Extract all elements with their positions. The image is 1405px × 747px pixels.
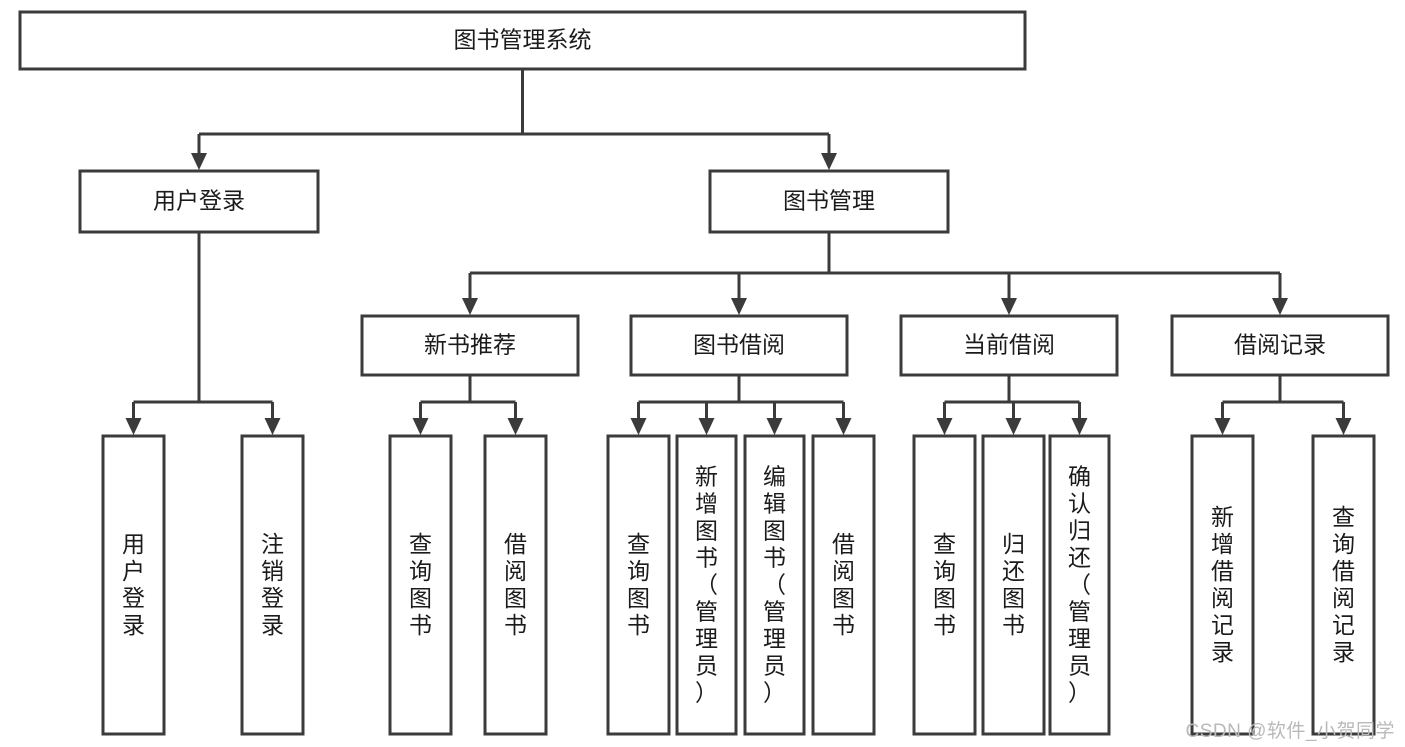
node-box-bb-borrow <box>811 434 876 736</box>
node-label-bb-borrow: 借阅图书 <box>832 531 855 638</box>
node-label-borrow-record: 借阅记录 <box>1234 332 1326 358</box>
node-box-root <box>18 10 1027 71</box>
node-br-add[interactable]: 新增借阅记录 <box>1190 434 1255 736</box>
arrow-head-icon <box>191 153 207 170</box>
node-label-user-login: 用户登录 <box>153 188 245 214</box>
node-cb-query[interactable]: 查询图书 <box>912 434 977 736</box>
node-cb-confirm[interactable]: 确认归还（管理员） <box>1048 434 1111 736</box>
node-bb-add[interactable]: 新增图书（管理员） <box>675 434 738 736</box>
arrow-head-icon <box>1005 418 1022 435</box>
node-box-borrow-record <box>1170 314 1390 377</box>
node-label-new-book-rec: 新书推荐 <box>424 332 516 358</box>
arrow-head-icon <box>1272 298 1288 315</box>
node-borrow-record[interactable]: 借阅记录 <box>1170 314 1390 377</box>
node-leaf-user-login[interactable]: 用户登录 <box>101 434 166 736</box>
node-bb-borrow[interactable]: 借阅图书 <box>811 434 876 736</box>
node-box-book-borrow <box>629 314 849 377</box>
node-box-nb-query <box>388 434 453 736</box>
node-box-current-borrow <box>899 314 1119 377</box>
arrow-head-icon <box>698 418 715 435</box>
node-bb-query[interactable]: 查询图书 <box>606 434 671 736</box>
node-label-nb-query: 查询图书 <box>409 531 432 638</box>
node-box-new-book-rec <box>360 314 580 377</box>
node-box-bb-add <box>675 434 738 736</box>
node-box-bb-edit <box>743 434 806 736</box>
arrow-head-icon <box>766 418 783 435</box>
node-label-cb-confirm: 确认归还（管理员） <box>1068 464 1091 706</box>
arrow-head-icon <box>507 418 524 435</box>
node-label-book-manage: 图书管理 <box>783 188 875 214</box>
arrow-head-icon <box>264 418 281 435</box>
arrow-head-icon <box>462 298 478 315</box>
node-box-book-manage <box>708 169 950 234</box>
node-label-leaf-user-logout: 注销登录 <box>261 531 284 638</box>
node-box-user-login <box>78 169 320 234</box>
node-br-query[interactable]: 查询借阅记录 <box>1311 434 1376 736</box>
node-user-login[interactable]: 用户登录 <box>78 169 320 234</box>
node-label-bb-edit: 编辑图书（管理员） <box>763 464 786 706</box>
edges-layer <box>125 69 1352 435</box>
arrow-head-icon <box>1071 418 1088 435</box>
node-book-borrow[interactable]: 图书借阅 <box>629 314 849 377</box>
node-box-bb-query <box>606 434 671 736</box>
node-box-cb-return <box>981 434 1046 736</box>
node-cb-return[interactable]: 归还图书 <box>981 434 1046 736</box>
node-label-cb-query: 查询图书 <box>933 531 956 638</box>
node-leaf-user-logout[interactable]: 注销登录 <box>240 434 305 736</box>
arrow-head-icon <box>1001 298 1017 315</box>
arrow-head-icon <box>1214 418 1231 435</box>
arrow-head-icon <box>1335 418 1352 435</box>
node-label-root: 图书管理系统 <box>454 27 592 53</box>
node-nb-borrow[interactable]: 借阅图书 <box>483 434 548 736</box>
node-box-leaf-user-logout <box>240 434 305 736</box>
node-label-bb-add: 新增图书（管理员） <box>695 464 718 706</box>
node-new-book-rec[interactable]: 新书推荐 <box>360 314 580 377</box>
node-label-bb-query: 查询图书 <box>627 531 650 638</box>
node-label-nb-borrow: 借阅图书 <box>504 531 527 638</box>
node-box-leaf-user-login <box>101 434 166 736</box>
node-book-manage[interactable]: 图书管理 <box>708 169 950 234</box>
node-current-borrow[interactable]: 当前借阅 <box>899 314 1119 377</box>
node-box-br-add <box>1190 434 1255 736</box>
node-label-cb-return: 归还图书 <box>1002 531 1025 638</box>
arrow-head-icon <box>731 298 747 315</box>
nodes-layer: 图书管理系统用户登录图书管理新书推荐图书借阅当前借阅借阅记录用户登录注销登录查询… <box>18 10 1390 736</box>
csdn-watermark: CSDN @软件_小贺同学 <box>1185 721 1395 742</box>
node-nb-query[interactable]: 查询图书 <box>388 434 453 736</box>
arrow-head-icon <box>412 418 429 435</box>
node-bb-edit[interactable]: 编辑图书（管理员） <box>743 434 806 736</box>
node-box-cb-confirm <box>1048 434 1111 736</box>
node-label-book-borrow: 图书借阅 <box>693 332 785 358</box>
node-box-nb-borrow <box>483 434 548 736</box>
node-root[interactable]: 图书管理系统 <box>18 10 1027 71</box>
node-label-current-borrow: 当前借阅 <box>963 332 1055 358</box>
arrow-head-icon <box>630 418 647 435</box>
node-box-br-query <box>1311 434 1376 736</box>
node-label-br-add: 新增借阅记录 <box>1211 504 1234 665</box>
arrow-head-icon <box>835 418 852 435</box>
node-box-cb-query <box>912 434 977 736</box>
arrow-head-icon <box>936 418 953 435</box>
node-label-leaf-user-login: 用户登录 <box>122 531 145 638</box>
arrow-head-icon <box>125 418 142 435</box>
node-label-br-query: 查询借阅记录 <box>1332 504 1355 665</box>
arrow-head-icon <box>821 153 837 170</box>
